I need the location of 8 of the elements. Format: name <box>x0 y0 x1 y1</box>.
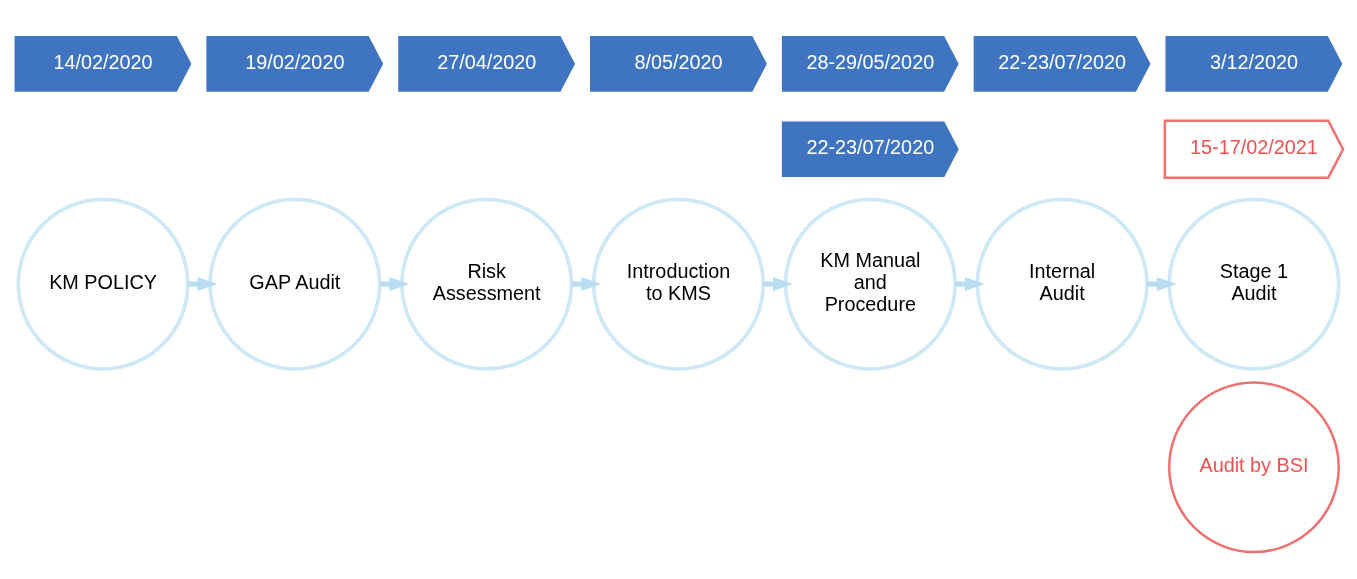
node-circle: GAP Audit <box>208 197 382 371</box>
node-circle: Internal Audit <box>975 197 1149 371</box>
node-circle: KM Manual and Procedure <box>783 197 957 371</box>
node-circle: KM POLICY <box>16 197 190 371</box>
node-circle: Risk Assessment <box>400 197 574 371</box>
node-circle: Stage 1 Audit <box>1167 197 1341 371</box>
node-circle: Introduction to KMS <box>591 197 766 371</box>
node-circle: Audit by BSI <box>1167 380 1340 553</box>
